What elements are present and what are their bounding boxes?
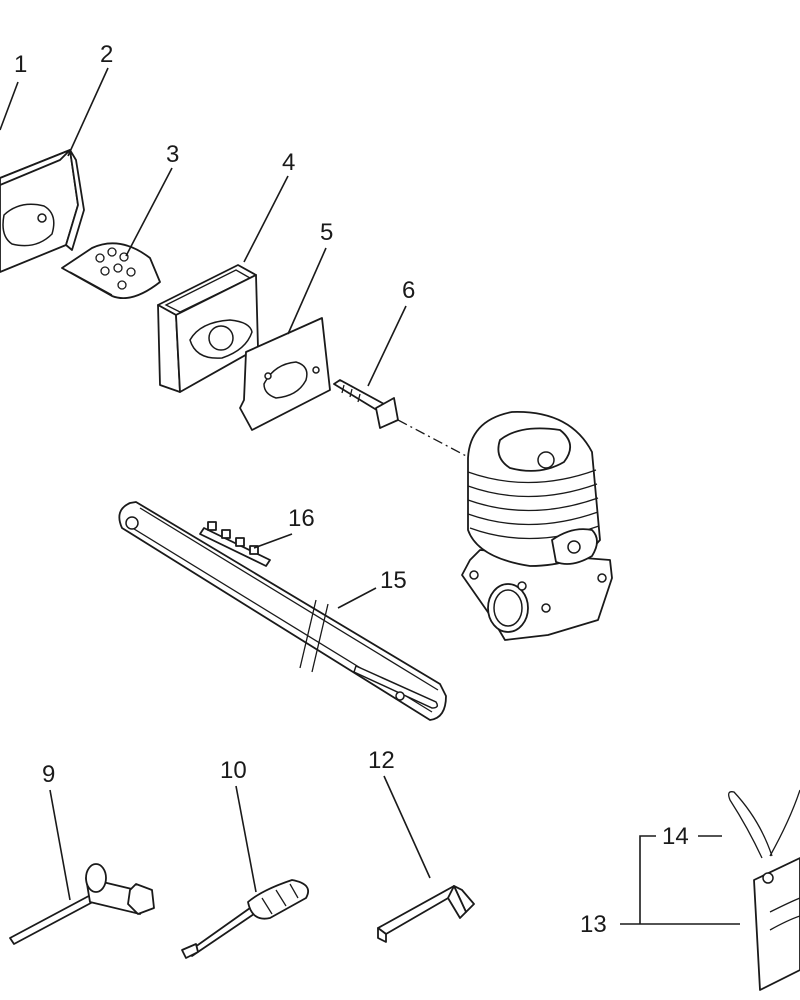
callout-12: 12 [368, 747, 395, 774]
leader-2 [67, 67, 109, 157]
callout-3: 3 [166, 141, 179, 168]
part-10-screwdriver [181, 879, 310, 959]
leader-3 [125, 167, 173, 257]
leader-1 [0, 81, 19, 131]
callout-4: 4 [282, 149, 295, 176]
assembly-center-line [397, 419, 471, 459]
callout-10: 10 [220, 757, 247, 784]
bracket-13-14 [639, 835, 656, 924]
part-6-bolt [333, 379, 399, 429]
callout-labels: 1 2 3 4 5 6 9 10 12 13 14 15 16 [14, 41, 689, 938]
part-5-gasket [239, 317, 331, 431]
leader-6 [367, 305, 407, 387]
leader-4 [243, 175, 289, 263]
callout-14: 14 [662, 823, 689, 850]
leader-12 [383, 775, 431, 879]
callout-9: 9 [42, 761, 55, 788]
callout-6: 6 [402, 277, 415, 304]
part-15-guide-bar [118, 501, 447, 721]
part-12-hex-key [377, 885, 475, 943]
leader-15 [337, 587, 377, 609]
callout-5: 5 [320, 219, 333, 246]
engine-cylinder [461, 411, 613, 641]
part-2-filter-frame [0, 149, 85, 273]
callout-1: 1 [14, 51, 27, 78]
leader-9 [49, 789, 71, 901]
callout-13: 13 [580, 911, 607, 938]
callout-15: 15 [380, 567, 407, 594]
callout-2: 2 [100, 41, 113, 68]
leader-5 [287, 247, 327, 335]
leader-10 [235, 785, 257, 893]
part-3-filter-screen [61, 242, 161, 300]
part-4-adaptor-box [157, 264, 259, 393]
leader-lines [0, 67, 740, 925]
callout-16: 16 [288, 505, 315, 532]
part-13-14-tag-with-wire [728, 789, 800, 991]
leader-16 [253, 533, 293, 549]
part-16-chain-links [199, 521, 271, 567]
part-9-combination-wrench [9, 863, 155, 945]
